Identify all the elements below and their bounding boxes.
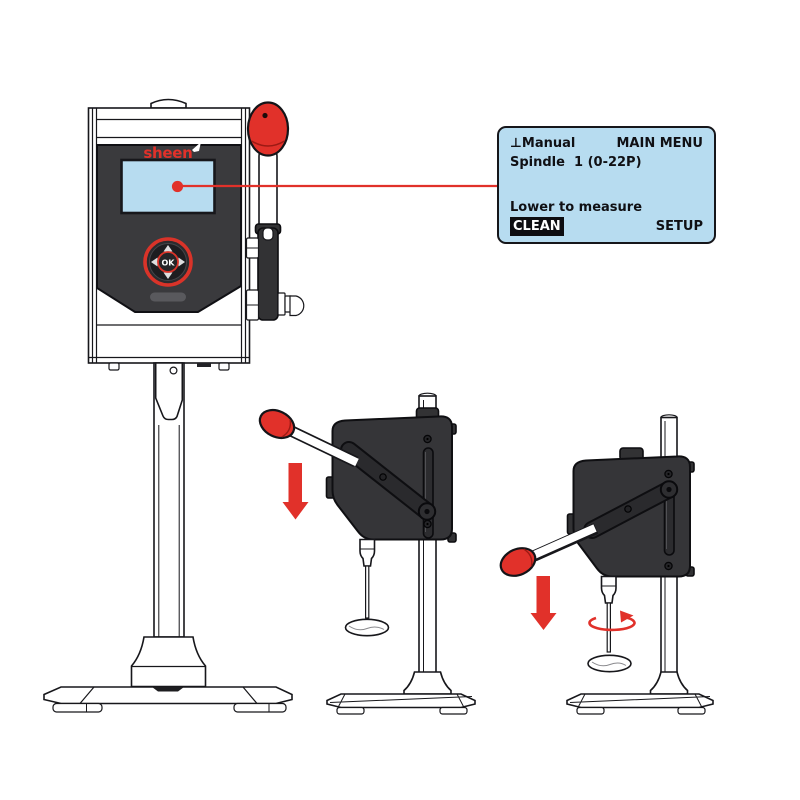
spindle-disc-detail [591,661,627,667]
callout-row-3: Lower to measure [510,198,703,217]
setup-option: SETUP [655,219,703,234]
base-foot [576,706,605,715]
callout-row-2: Spindle 1 (0-22P) [510,153,703,172]
base-foot [336,706,365,715]
screw-dot [667,472,670,476]
brand-logo: sheen [143,144,192,162]
lever-shaft [283,424,359,467]
ok-button [157,251,179,273]
base-mount [403,671,452,695]
base-mount [649,671,689,695]
base-plate-bevels [329,693,473,708]
clamp-sleeve [257,227,279,321]
spindle-disc [344,618,390,637]
spindle-disc [587,654,632,673]
screw-dot [426,437,429,441]
column-screw [169,366,178,375]
spindle-shaft [365,565,370,619]
base-plate [43,686,293,705]
lever-arm-screw [624,505,632,513]
body-seam-lines [88,118,250,359]
spindle-shaft [606,602,612,653]
lever-shaft [531,524,597,560]
ok-button-label: OK [162,259,176,268]
nav-pad: OK [143,237,193,287]
side-view-lever-lowered [499,414,714,715]
lever-arm [342,443,434,519]
screw-dot [426,522,429,526]
bottom-tab [197,363,211,367]
callout-spacer [510,172,703,198]
display-callout: ⊥Manual MAIN MENU Spindle 1 (0-22P) Lowe… [497,126,716,244]
base-foot [233,702,287,713]
brand-logo-flag-icon [192,142,201,152]
lever-assembly [245,101,305,321]
base-plate-bevels [569,693,711,708]
spindle-chuck [359,538,376,567]
base-plate [326,693,476,709]
instruction-text: Lower to measure [510,200,643,215]
up-arrow-icon [163,245,173,252]
side-view-lever-raised [258,392,476,715]
top-cap [150,98,187,109]
callout-mode: ⊥Manual [510,134,575,153]
base-foot [439,706,468,715]
base-notch [152,687,184,692]
rotation-arrow-icon [588,610,636,632]
down-arrow-icon [530,576,557,630]
lever-knob-dot [262,112,268,119]
spindle-disc-detail [348,625,385,631]
lever-knob-seam [251,140,285,147]
coupling-nut [277,292,286,316]
coupling-dome [289,295,305,317]
base-foot [52,702,103,713]
base-plate [566,693,714,709]
base [43,636,293,713]
callout-anchor-dot [171,180,184,193]
column-slide-channel [154,362,184,421]
lever-knob [499,547,537,577]
front-view-illustration: sheen OK [43,98,305,713]
right-arrow-icon [178,257,185,267]
lever-shaft [258,147,278,233]
screw-dot [667,564,670,568]
down-arrow-icon [282,463,309,520]
lever-knob [258,408,296,440]
clean-option: CLEAN [510,217,564,236]
bottom-tab [108,362,120,371]
lever-arm-screw [379,473,387,481]
lever-shaft-end [262,227,274,241]
spindle-position-icon: ⊥ [510,136,522,151]
spindle-chuck [600,575,617,604]
column-inner-lines [158,425,180,637]
down-arrow-icon [163,272,173,279]
lever-knob [246,101,290,157]
base-mount [130,636,207,688]
callout-row-1: ⊥Manual MAIN MENU [510,134,703,153]
spindle-label: Spindle 1 (0-22P) [510,155,642,170]
bottom-tab [218,362,230,371]
left-arrow-icon [151,257,158,267]
lever-pivot-dot [666,486,672,493]
base-plate-bevels [79,686,258,704]
menu-title: MAIN MENU [616,136,704,151]
base-foot [677,706,706,715]
mode-label: Manual [521,136,576,151]
stand-column [153,362,185,638]
speaker-pill [150,292,186,302]
callout-row-4: CLEAN SETUP [510,217,703,236]
lever-pivot-dot [424,508,430,515]
